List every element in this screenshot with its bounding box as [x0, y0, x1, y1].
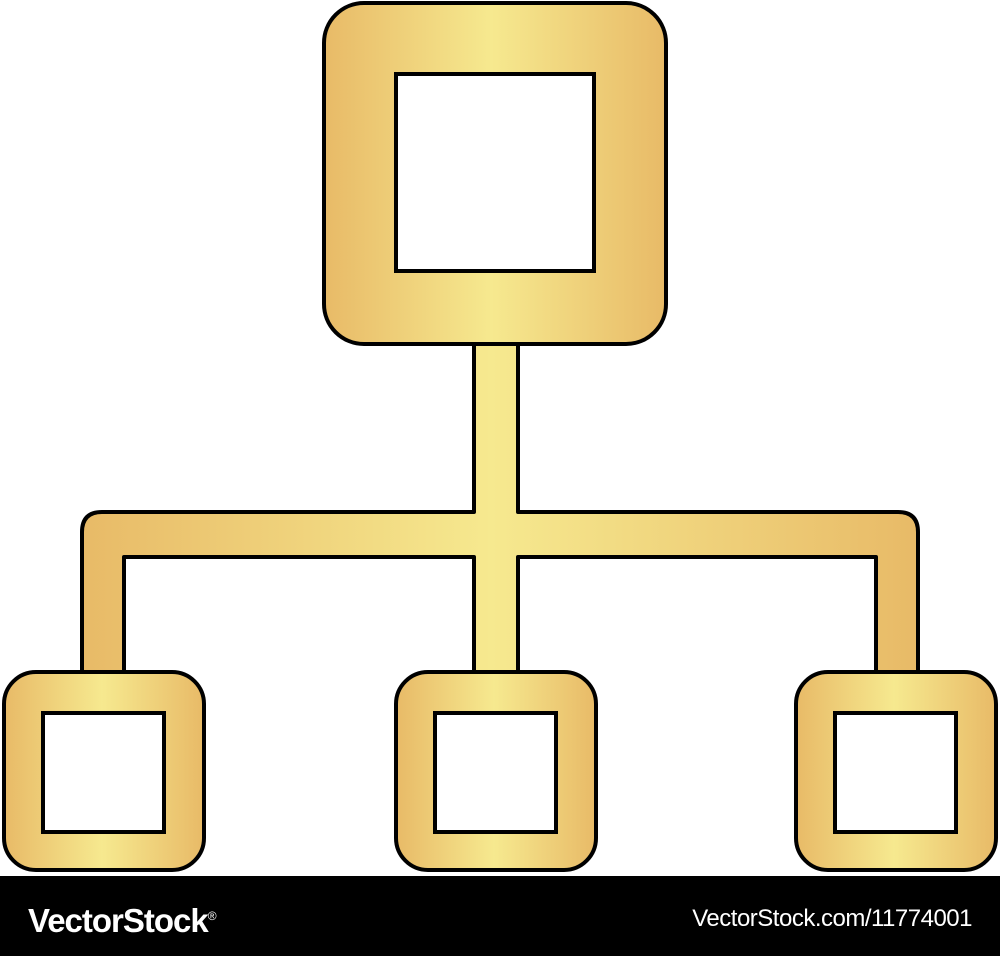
- child-node-right: [794, 670, 998, 872]
- child-node-center: [394, 670, 598, 872]
- image-id-text: VectorStock.com/11774001: [692, 905, 972, 932]
- child-node-left: [2, 670, 206, 872]
- brand-logo: VectorStock®: [28, 902, 217, 939]
- watermark-footer: VectorStock® VectorStock.com/11774001: [0, 876, 1000, 956]
- hierarchy-network-icon: [2, 1, 998, 872]
- connector-lines: [80, 338, 920, 677]
- root-node: [322, 1, 668, 346]
